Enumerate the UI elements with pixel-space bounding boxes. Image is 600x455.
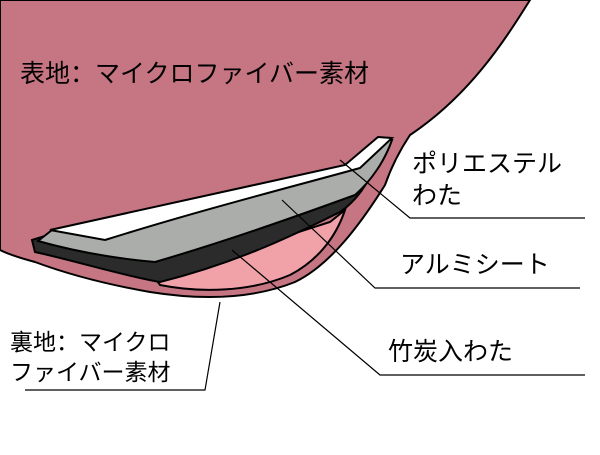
polyester-label-line1: ポリエステル xyxy=(412,149,562,178)
aluminum-leader-line xyxy=(281,199,580,289)
charcoal-label: 竹炭入わた xyxy=(388,337,513,366)
lining-label-line1: 裏地：マイクロ xyxy=(10,330,171,356)
charcoal-leader-line xyxy=(231,249,585,376)
polyester-leader-line xyxy=(339,159,585,219)
outer-fabric-label: 表地：マイクロファイバー素材 xyxy=(20,59,369,88)
lining-leader-line xyxy=(25,301,221,391)
polyester-label-line2: わた xyxy=(412,181,462,210)
lining-label-line2: ファイバー素材 xyxy=(10,360,171,386)
polyester-layer xyxy=(49,135,395,242)
aluminum-label: アルミシート xyxy=(400,250,550,279)
